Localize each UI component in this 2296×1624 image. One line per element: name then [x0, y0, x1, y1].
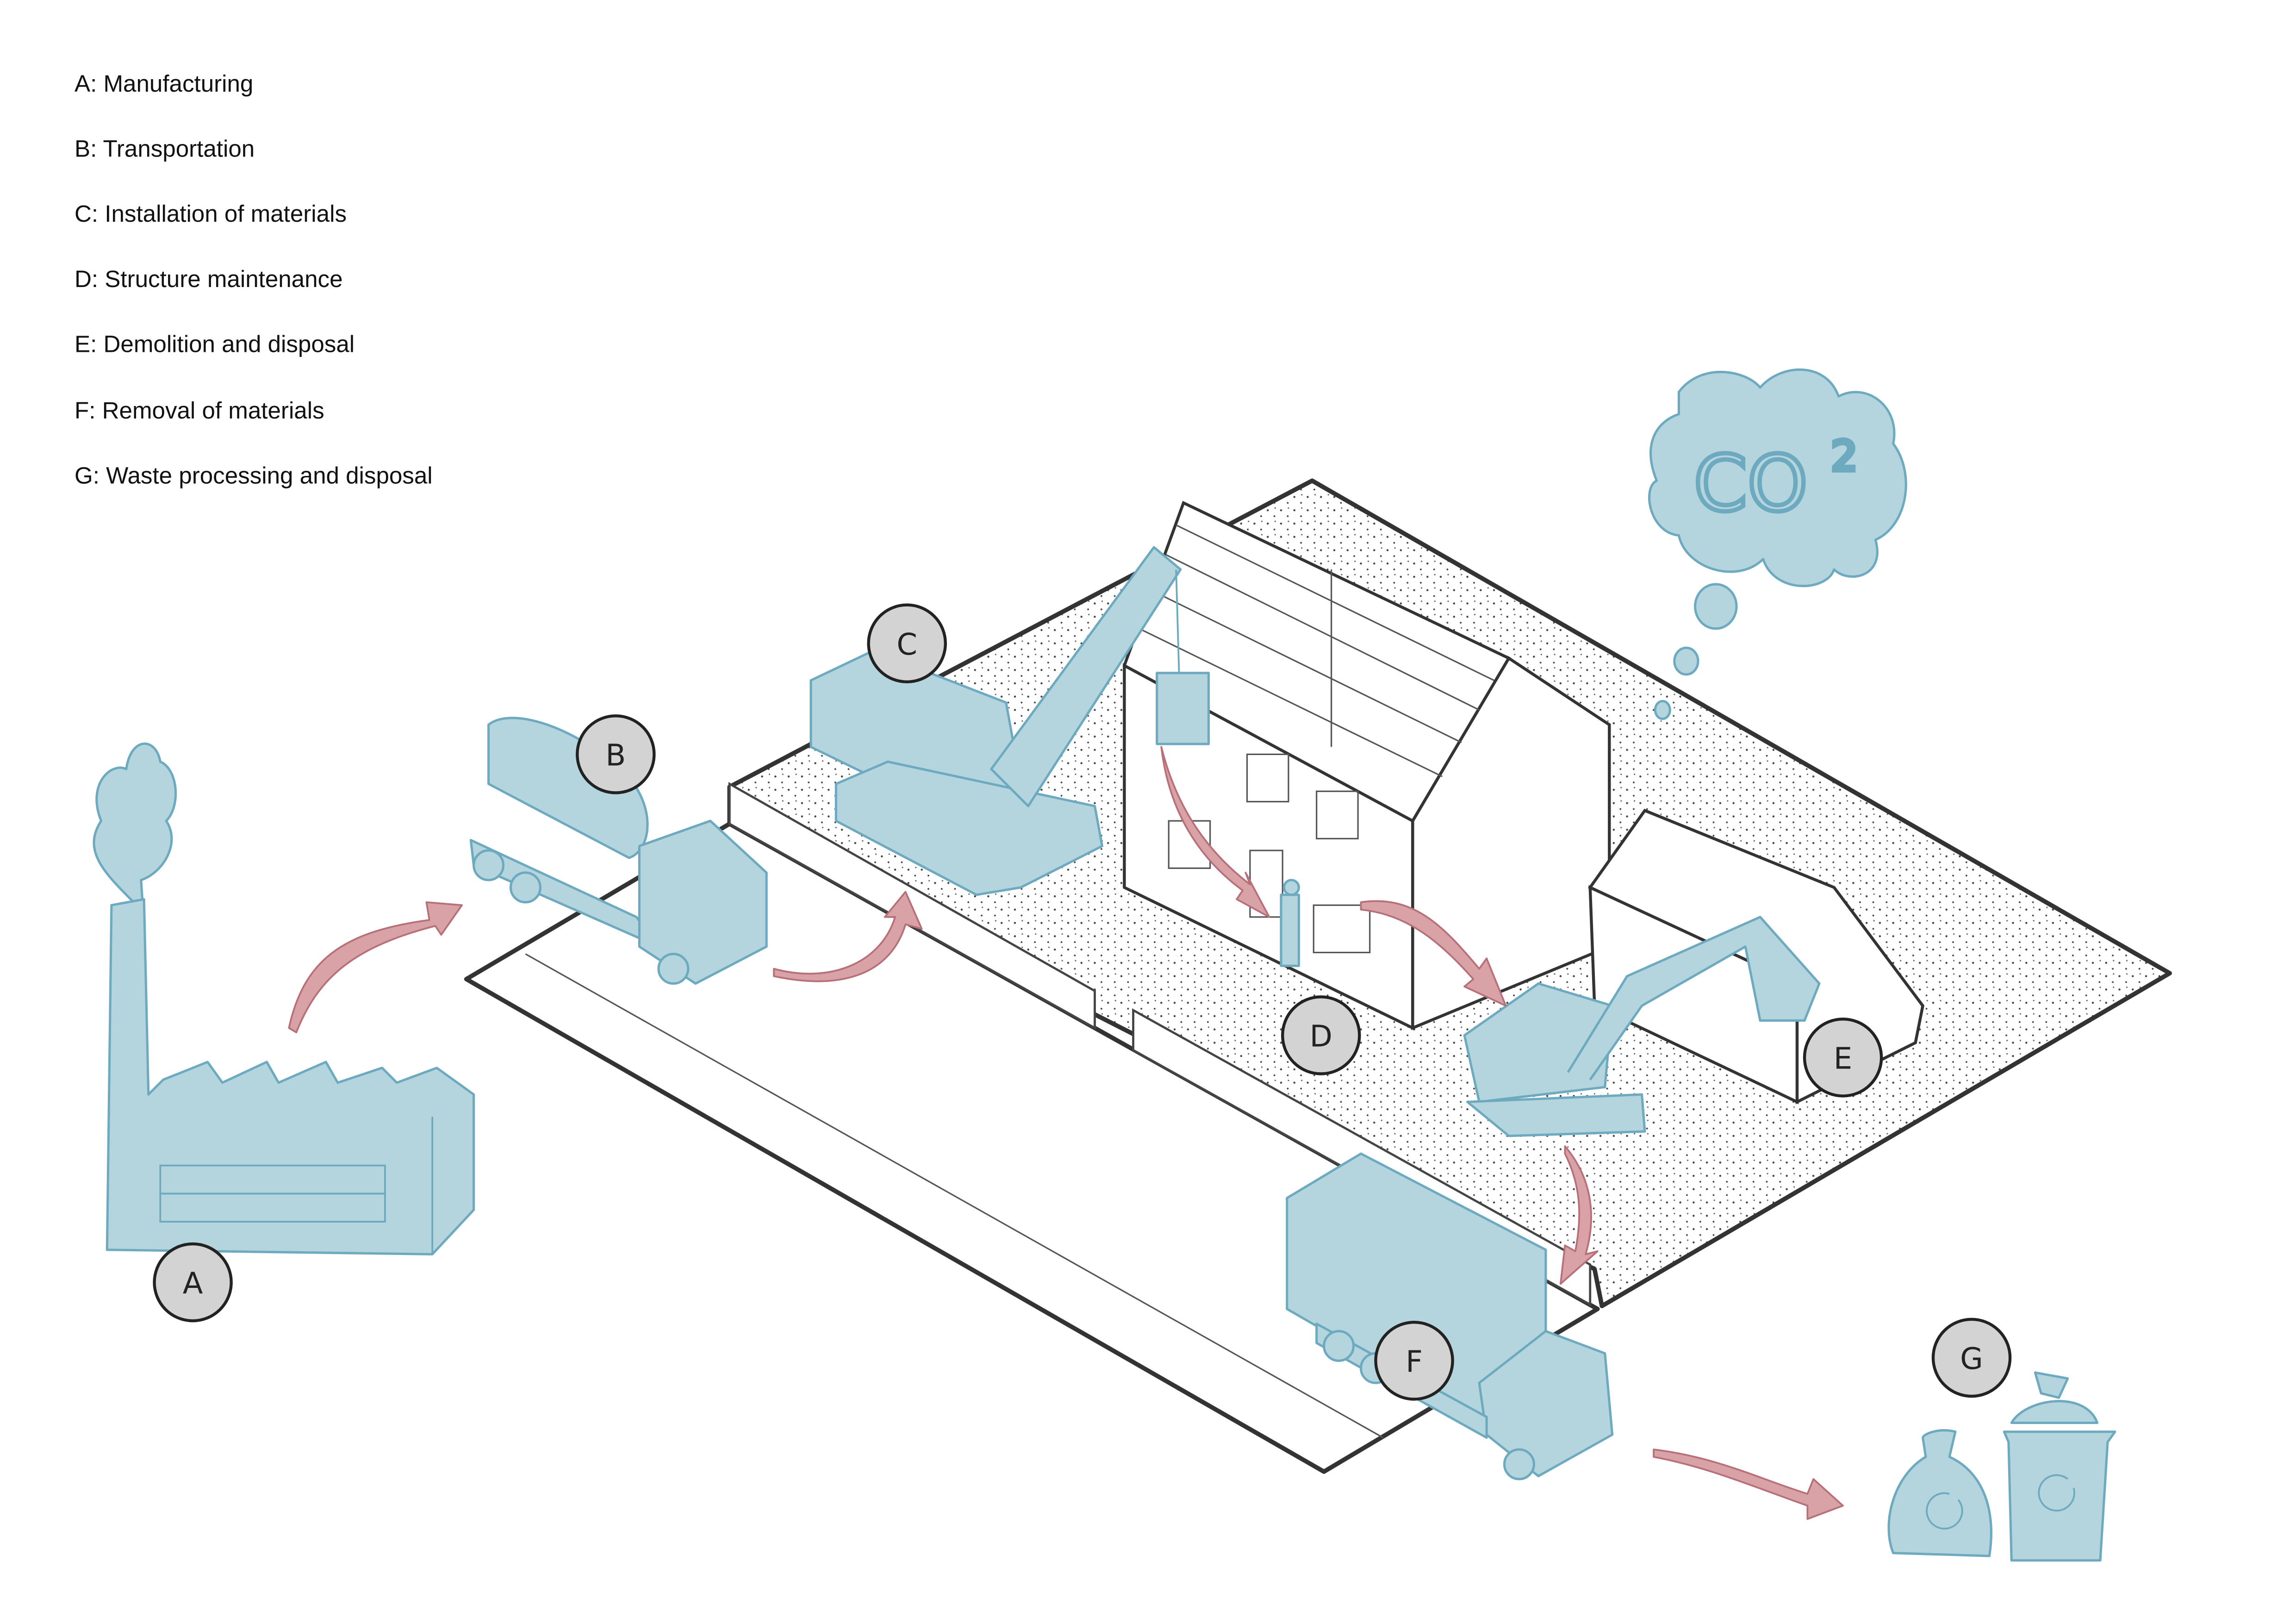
flow-arrows: [288, 746, 1844, 1520]
legend-item-a: A: Manufacturing: [75, 70, 253, 97]
factory: [93, 743, 475, 1255]
arrow-a-to-b: [288, 901, 463, 1033]
arrow-f-to-g: [1653, 1449, 1844, 1520]
co2-label: CO: [1693, 439, 1808, 529]
badge-c: C: [867, 603, 947, 684]
arrow-d-to-e: [1360, 900, 1507, 1007]
legend-item-c: C: Installation of materials: [75, 200, 347, 227]
worker-on-ladder: [1280, 879, 1300, 967]
co2-cloud: CO 2: [1648, 369, 1907, 720]
house: [1122, 500, 1611, 1031]
legend: A: Manufacturing B: Transportation C: In…: [75, 70, 433, 489]
arrow-b-to-c: [773, 891, 923, 982]
badge-d: D: [1281, 995, 1361, 1075]
legend-item-d: D: Structure maintenance: [75, 266, 343, 292]
co2-superscript: 2: [1831, 432, 1858, 481]
svg-text:B: B: [605, 739, 626, 773]
excavator: [1463, 916, 1821, 1137]
svg-text:D: D: [1310, 1020, 1332, 1054]
legend-item-b: B: Transportation: [75, 136, 255, 162]
svg-text:G: G: [1960, 1342, 1983, 1376]
legend-item-f: F: Removal of materials: [75, 397, 324, 424]
arrow-c-to-d: [1160, 746, 1270, 918]
waste-bags: [1887, 1371, 2116, 1562]
legend-item-e: E: Demolition and disposal: [75, 331, 355, 357]
svg-text:F: F: [1406, 1345, 1423, 1380]
badge-g: G: [1931, 1318, 2012, 1398]
svg-text:A: A: [183, 1267, 203, 1301]
svg-text:C: C: [896, 628, 917, 662]
svg-text:E: E: [1834, 1042, 1852, 1076]
arrow-e-to-f: [1559, 1145, 1599, 1285]
legend-item-g: G: Waste processing and disposal: [75, 462, 433, 489]
cement-truck: [469, 717, 768, 985]
road-line: [525, 953, 1384, 1438]
badge-b: B: [576, 714, 656, 794]
badge-f: F: [1374, 1321, 1454, 1401]
crawler-crane: [809, 546, 1210, 896]
badge-a: A: [153, 1242, 233, 1323]
badge-e: E: [1803, 1018, 1883, 1098]
